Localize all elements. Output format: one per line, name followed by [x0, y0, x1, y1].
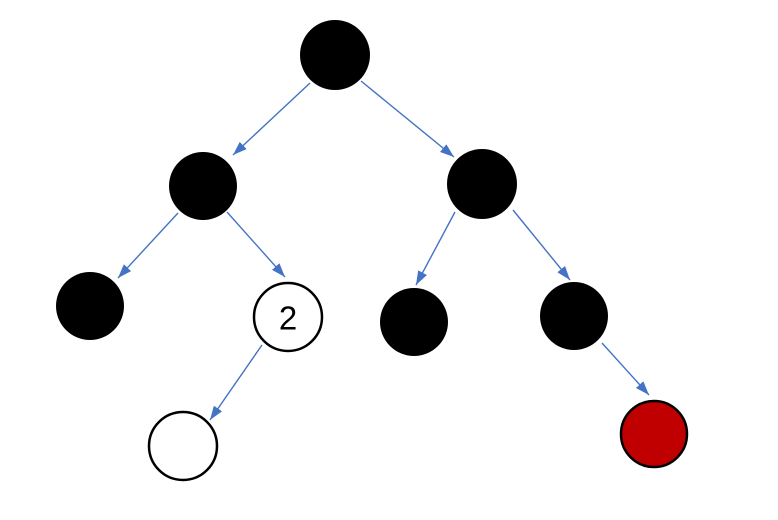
node-circle-left-left — [56, 272, 124, 340]
node-circle-left — [169, 152, 237, 220]
node-circle-left-right-left — [147, 410, 219, 482]
node-label-left-right: 2 — [279, 300, 297, 337]
tree-node-right-right-right — [619, 399, 689, 469]
tree-node-right-left — [380, 288, 448, 356]
edge-root-to-right — [360, 80, 455, 158]
node-circle-right-right — [540, 282, 608, 350]
node-circle-root — [300, 20, 370, 90]
tree-node-left-right: 2 — [252, 281, 324, 353]
tree-node-left-left — [56, 272, 124, 340]
edge-right-right-to-right-right-right — [601, 342, 650, 396]
edge-root-to-left — [232, 82, 311, 156]
tree-node-left — [169, 152, 237, 220]
tree-node-root — [300, 20, 370, 90]
tree-node-right — [447, 149, 517, 219]
node-circle-right-right-right — [619, 399, 689, 469]
tree-node-left-right-left — [147, 410, 219, 482]
edge-left-to-left-left — [117, 212, 179, 279]
edge-left-right-to-left-right-left — [209, 344, 263, 421]
node-circle-right-left — [380, 288, 448, 356]
edge-left-to-left-right — [226, 211, 286, 278]
edge-right-to-right-right — [512, 209, 571, 281]
edge-right-to-right-left — [415, 211, 456, 286]
tree-node-right-right — [540, 282, 608, 350]
node-circle-left-right — [252, 281, 324, 353]
node-circle-right — [447, 149, 517, 219]
